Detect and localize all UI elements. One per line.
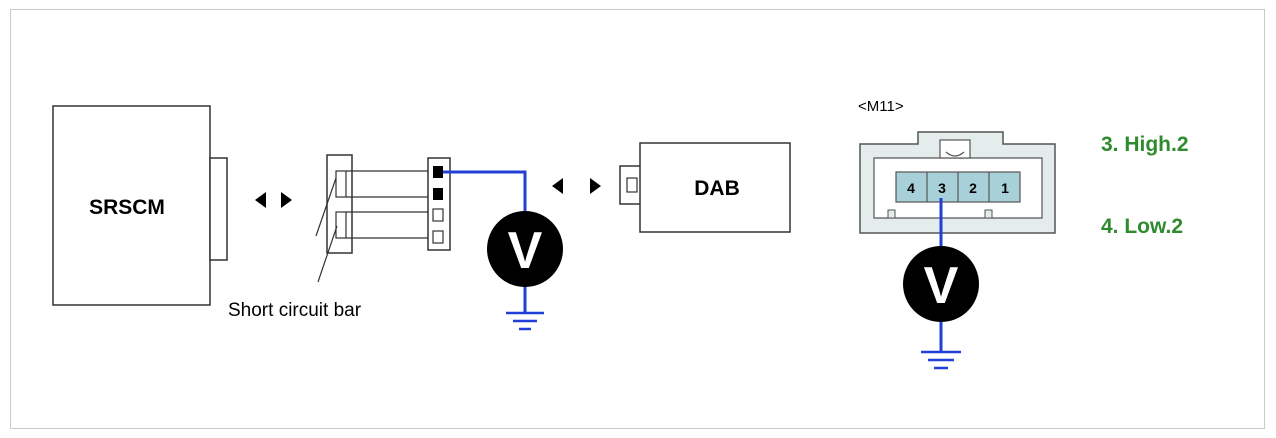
dab-label: DAB: [694, 177, 740, 200]
diagram-frame: [10, 9, 1265, 429]
measurement-low: 4. Low.2: [1101, 215, 1183, 238]
double-arrow-icon: [255, 192, 292, 208]
measurement-high: 3. High.2: [1101, 133, 1189, 156]
ground-icon: [506, 311, 544, 331]
connector-label: <M11>: [858, 98, 904, 115]
voltmeter-2: V: [903, 246, 979, 322]
double-arrow-icon: [552, 178, 601, 194]
pin-label: 1: [1001, 180, 1009, 196]
connector-pins: 4 3 2 1: [907, 180, 1009, 196]
harness-wires: [346, 170, 430, 239]
harness-connector: [427, 157, 451, 251]
srscm-label: SRSCM: [89, 196, 165, 219]
voltmeter-1: V: [487, 211, 563, 287]
pin-label: 3: [938, 180, 946, 196]
dab-module: DAB: [619, 142, 791, 233]
pin-label: 4: [907, 180, 915, 196]
ground-icon: [921, 350, 961, 370]
pin-label: 2: [969, 180, 977, 196]
voltmeter-symbol: V: [508, 222, 543, 280]
short-circuit-bar-label: Short circuit bar: [228, 300, 362, 321]
connector-m11: [859, 131, 1056, 234]
voltmeter-symbol: V: [924, 257, 959, 315]
short-circuit-pointer: [315, 177, 338, 283]
srscm-module: SRSCM: [52, 105, 228, 306]
